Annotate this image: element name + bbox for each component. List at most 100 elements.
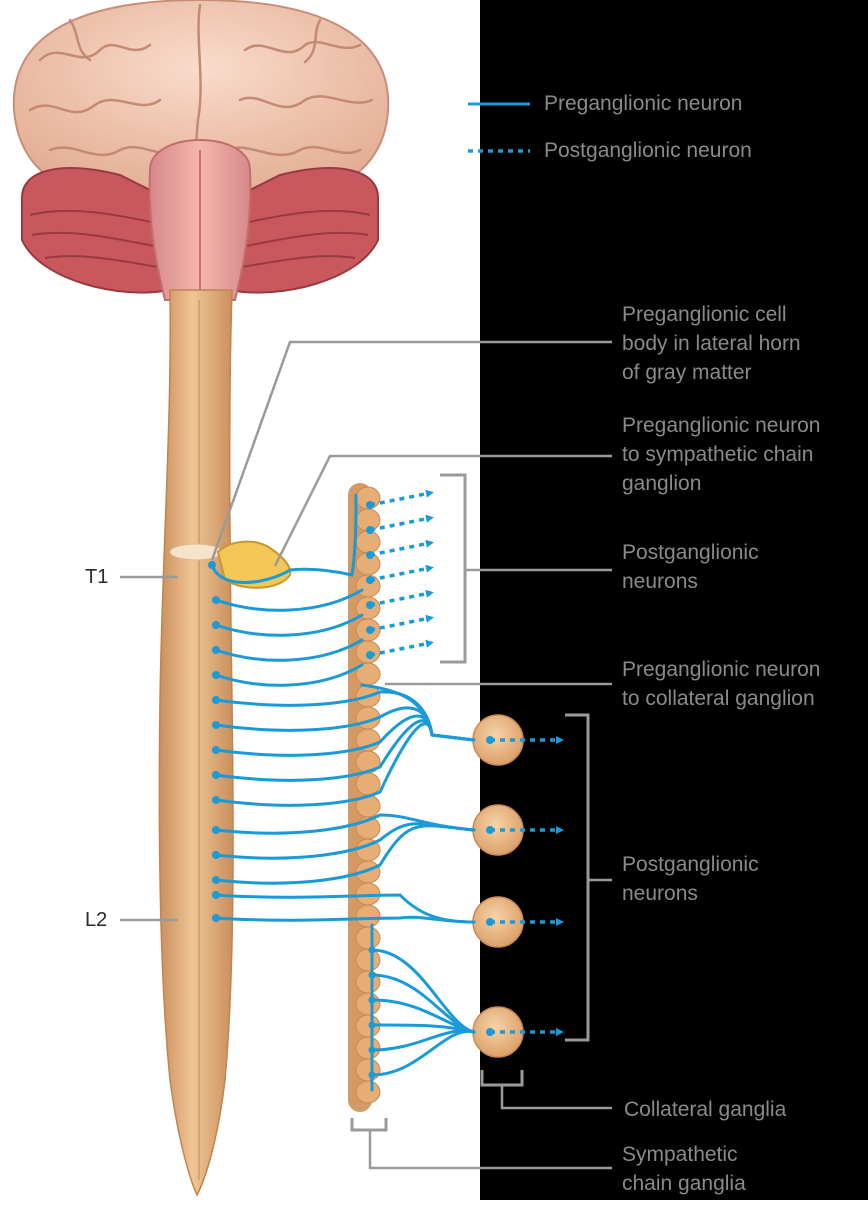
cell-body: [212, 876, 220, 884]
segment-label-l2: L2: [85, 909, 108, 931]
label-preganglionic-to-collateral: Preganglionic neuron to collateral gangl…: [622, 655, 820, 713]
preganglionic-neuron-to-collateral: [370, 973, 476, 1034]
segment-label-t1: T1: [85, 566, 109, 588]
preganglionic-neuron-to-collateral: [214, 915, 476, 924]
label-line: of gray matter: [622, 361, 752, 384]
leader-to-chain: [273, 454, 612, 567]
synapse-dot: [368, 1021, 376, 1029]
leader-chain-ganglia: [368, 1130, 612, 1170]
label-line: Postganglionic: [622, 853, 759, 876]
spinal-cord: [158, 289, 234, 1197]
cell-body: [208, 561, 216, 569]
right-panel-background: [480, 0, 868, 1200]
legend-preganglionic-label: Preganglionic neuron: [544, 92, 743, 115]
label-preganglionic-cell-body: Preganglionic cell body in lateral horn …: [622, 300, 801, 387]
label-postganglionic-upper: Postganglionic neurons: [622, 538, 759, 596]
synapse-dot: [366, 601, 374, 609]
collateral-ganglion-2: [472, 804, 524, 856]
synapse-dot: [366, 626, 374, 634]
label-sympathetic-chain-ganglia: Sympathetic chain ganglia: [622, 1140, 746, 1198]
chain-bead: [355, 530, 381, 554]
preganglionic-neuron-to-collateral: [370, 1029, 476, 1077]
cell-body: [212, 851, 220, 859]
brain-illustration: [12, 0, 390, 301]
chain-bead: [355, 992, 381, 1016]
collateral-ganglion-4: [472, 1006, 524, 1058]
preganglionic-neuron-to-collateral: [214, 722, 476, 807]
preganglionic-cell-bodies: [208, 501, 494, 1079]
postganglionic-neuron-upper: [369, 639, 434, 657]
preganglionic-neurons: [210, 493, 476, 1092]
postganglionic-neuron-upper: [369, 539, 434, 557]
preganglionic-neuron-t1: [210, 493, 358, 584]
legend-postganglionic-label: Postganglionic neuron: [544, 139, 752, 162]
leader-collateral-ganglia: [500, 1085, 612, 1110]
chain-bead: [355, 904, 381, 928]
bracket-chain: [350, 1118, 388, 1132]
cell-body: [212, 696, 220, 704]
cell-body: [212, 914, 220, 922]
synapse-dot: [368, 1046, 376, 1054]
label-line: Preganglionic neuron: [622, 414, 821, 437]
label-line: to sympathetic chain: [622, 443, 814, 466]
preganglionic-neuron-to-collateral: [370, 998, 476, 1034]
t1-spinal-nerve: [216, 540, 292, 589]
synapse-dot: [368, 996, 376, 1004]
synapse-dot: [486, 826, 494, 834]
synapse-dot: [368, 971, 376, 979]
synapse-dot: [366, 651, 374, 659]
cell-body: [212, 596, 220, 604]
collateral-ganglion-1: [472, 714, 524, 766]
collateral-ganglia: [472, 714, 524, 1058]
collateral-ganglion-3: [472, 896, 524, 948]
label-line: Postganglionic: [622, 541, 759, 564]
label-postganglionic-lower: Postganglionic neurons: [622, 850, 759, 908]
chain-bead: [355, 926, 381, 950]
postganglionic-neuron-upper: [369, 614, 434, 632]
preganglionic-neuron-to-chain: [214, 638, 364, 662]
synapse-dot: [368, 1071, 376, 1079]
label-line: neurons: [622, 882, 698, 905]
leader-cell-body: [210, 340, 612, 561]
label-line: body in lateral horn: [622, 332, 801, 355]
preganglionic-neuron-to-chain: [214, 663, 364, 687]
label-line: Preganglionic neuron: [622, 658, 821, 681]
cell-body: [212, 746, 220, 754]
cell-body: [212, 826, 220, 834]
preganglionic-neuron-to-collateral: [370, 948, 476, 1034]
synapse-dot: [486, 736, 494, 744]
label-collateral-ganglia: Collateral ganglia: [624, 1098, 787, 1121]
preganglionic-neuron-to-collateral: [214, 824, 476, 885]
synapse-dot: [486, 1028, 494, 1036]
cell-body: [212, 891, 220, 899]
synapse-dot: [368, 946, 376, 954]
bracket-post-upper: [440, 473, 467, 664]
preganglionic-neuron-to-collateral: [214, 822, 476, 860]
preganglionic-neuron-to-collateral: [214, 690, 476, 742]
synapse-dot: [486, 918, 494, 926]
preganglionic-neuron-to-collateral: [360, 683, 434, 737]
cell-body: [212, 646, 220, 654]
synapse-dot: [366, 551, 374, 559]
chain-bead: [355, 948, 381, 972]
chain-bead: [355, 772, 381, 796]
postganglionic-neurons: [369, 489, 564, 1036]
label-line: ganglion: [622, 472, 702, 495]
synapse-dot: [366, 526, 374, 534]
postganglionic-neuron-upper: [369, 564, 434, 582]
postganglionic-neuron-upper: [369, 514, 434, 532]
cell-body: [212, 771, 220, 779]
label-preganglionic-to-chain: Preganglionic neuron to sympathetic chai…: [622, 411, 820, 498]
label-line: Preganglionic cell: [622, 303, 787, 326]
cell-body: [212, 796, 220, 804]
chain-bead: [355, 1058, 381, 1082]
label-line: chain ganglia: [622, 1172, 746, 1195]
synapse-dot: [366, 501, 374, 509]
label-line: neurons: [622, 570, 698, 593]
postganglionic-neuron-upper: [369, 489, 434, 507]
label-line: Sympathetic: [622, 1143, 738, 1166]
cell-body: [212, 621, 220, 629]
leader-lines: [120, 340, 612, 1170]
